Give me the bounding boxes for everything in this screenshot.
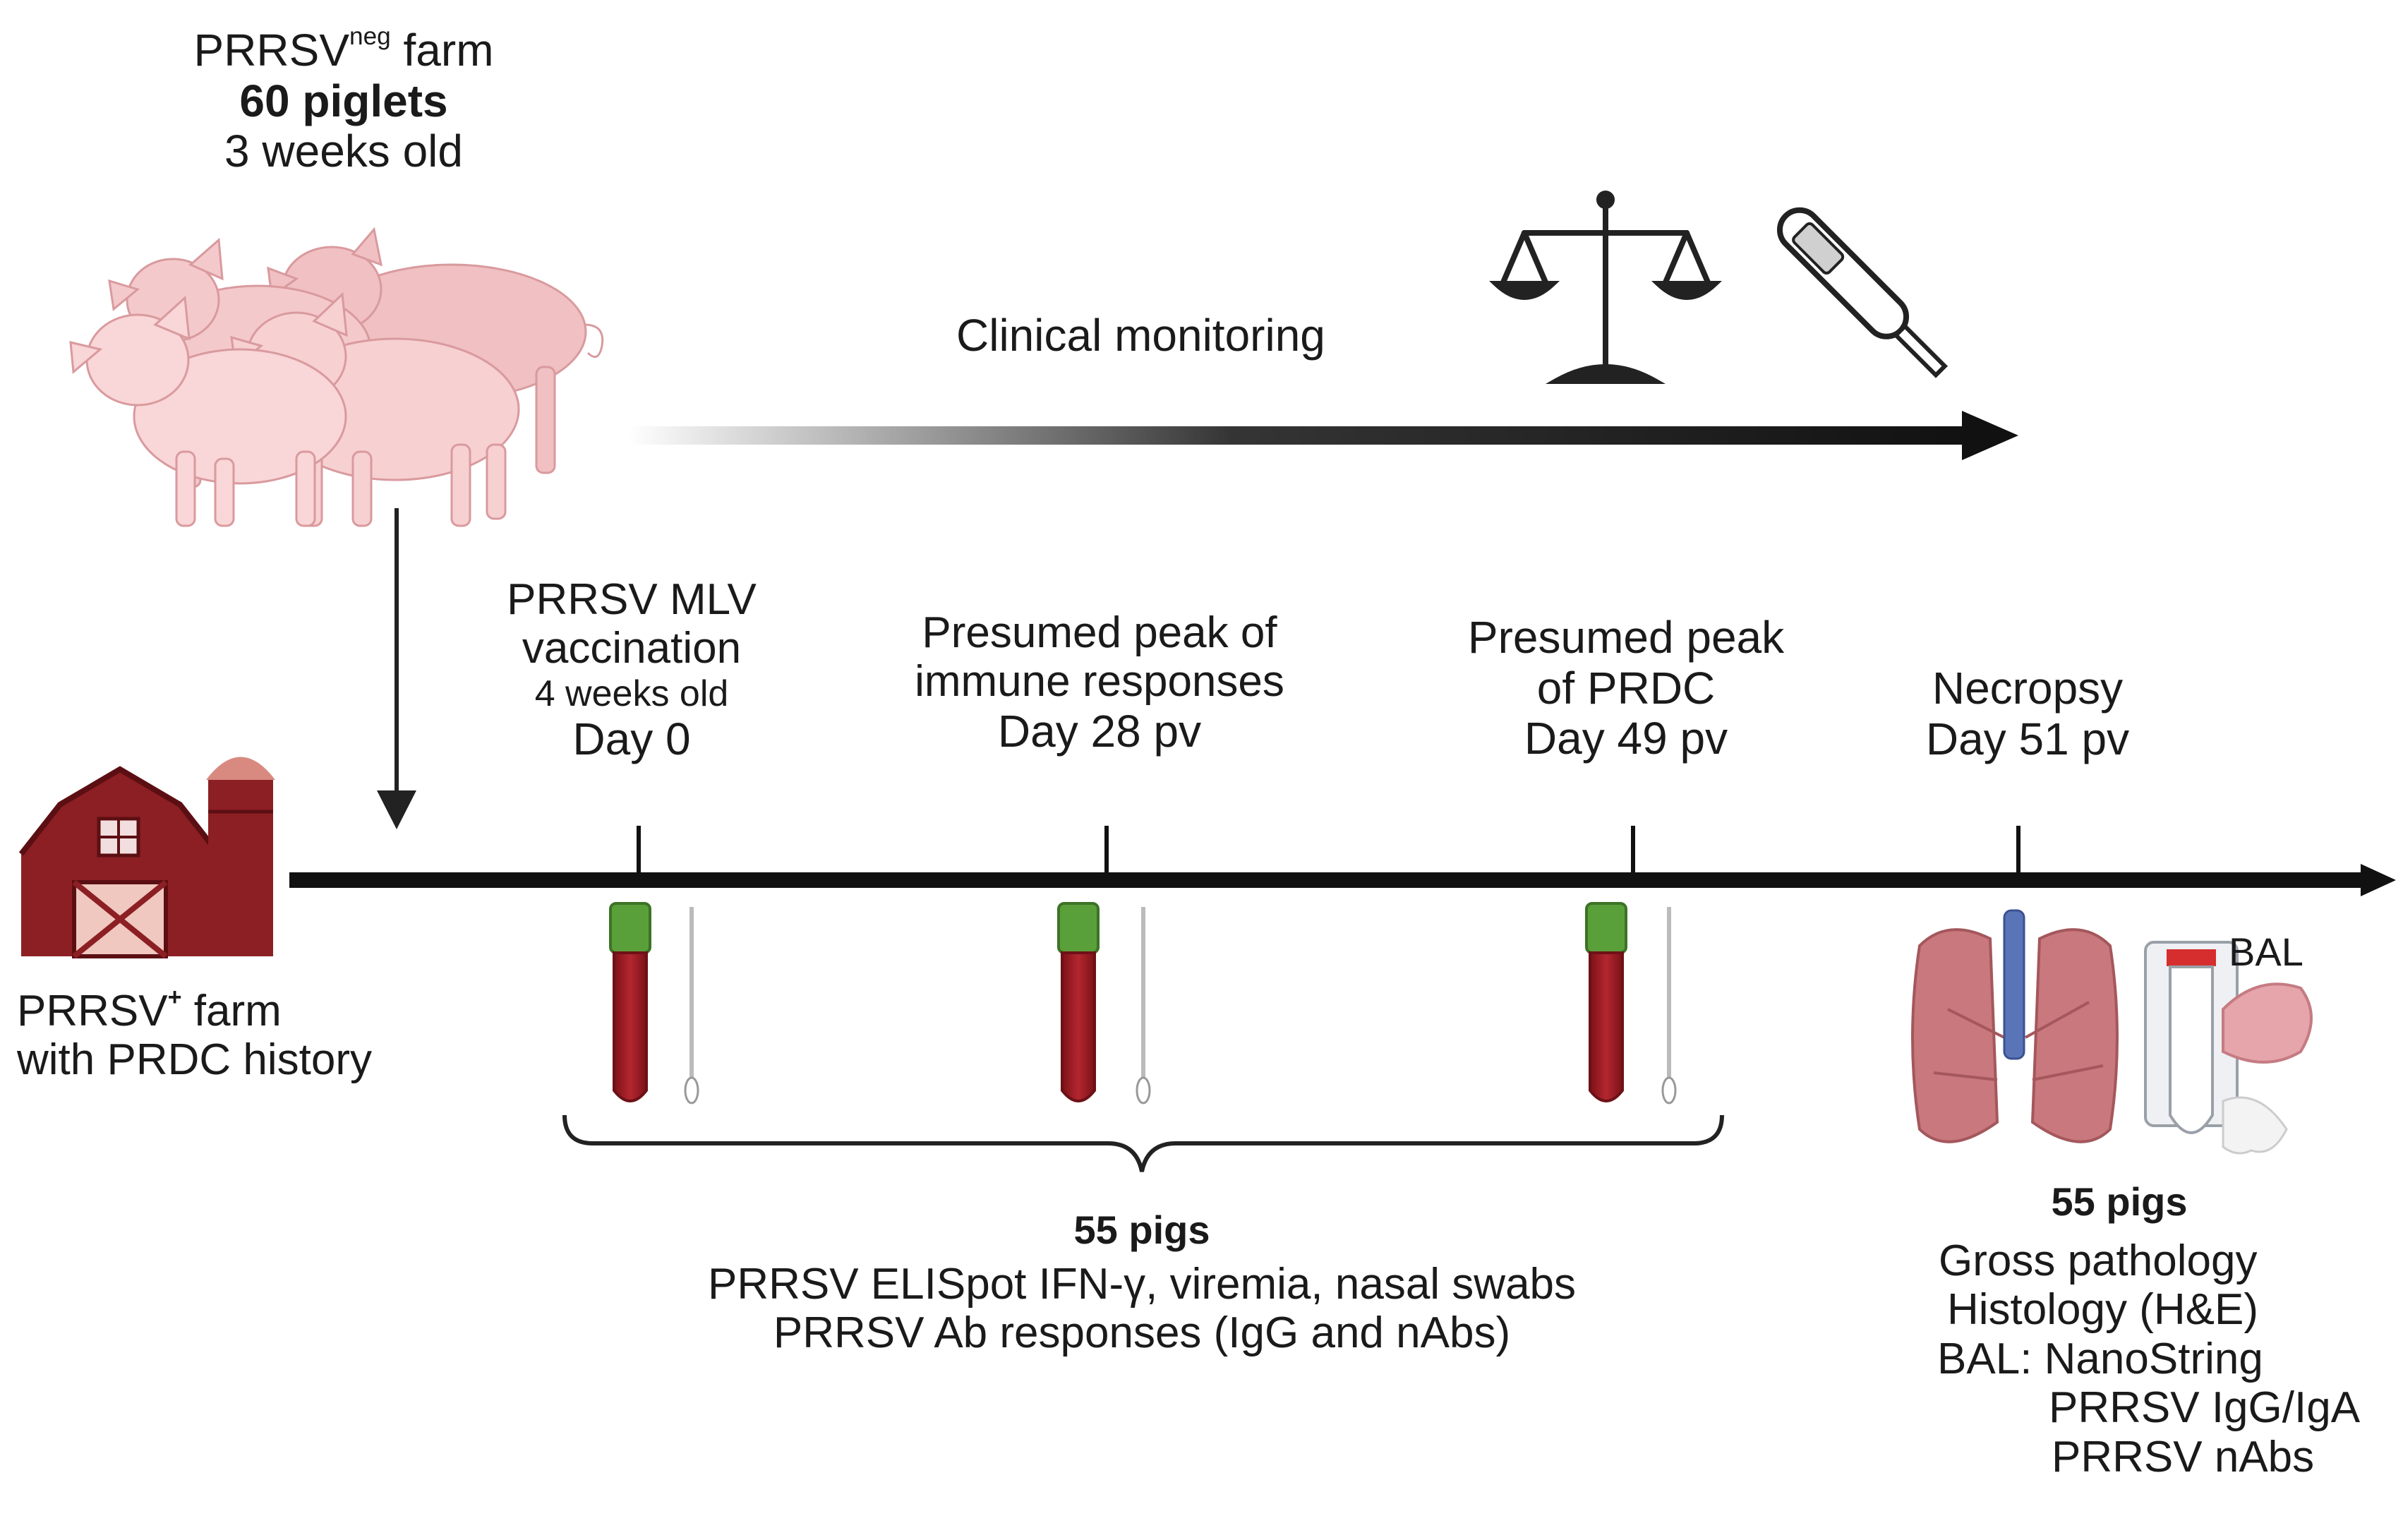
timepoint-day51-label: Necropsy Day 51 pv	[1926, 663, 2129, 764]
timepoint-day49-day: Day 49 pv	[1524, 713, 1728, 764]
destination-farm-label: PRRSV+ farm with PRDC history	[17, 984, 372, 1085]
source-farm-status: neg	[349, 23, 391, 51]
sampling-summary: 55 pigs PRRSV ELISpot IFN-γ, viremia, na…	[708, 1208, 1576, 1358]
sampling-count: 55 pigs	[1073, 1208, 1210, 1252]
timepoint-day49-line2: of PRDC	[1536, 662, 1716, 714]
timepoint-day0-line2: vaccination	[522, 624, 742, 673]
necropsy-item-gross: Gross pathology	[1939, 1237, 2258, 1285]
timepoint-day0-line1: PRRSV MLV	[507, 575, 757, 624]
necropsy-item-histology: Histology (H&E)	[1947, 1285, 2258, 1335]
sampling-assays-1: PRRSV ELISpot IFN-γ, viremia, nasal swab…	[707, 1259, 1577, 1309]
timepoint-day28-day: Day 28 pv	[997, 705, 1202, 757]
piglet-count: 60 piglets	[239, 75, 448, 126]
necropsy-count: 55 pigs	[2051, 1179, 2188, 1224]
source-farm-suffix: farm	[390, 25, 494, 76]
bal-sample-illustration	[2144, 941, 2313, 1155]
timepoint-day28-line2: immune responses	[915, 657, 1284, 706]
destination-farm-status: +	[167, 984, 182, 1011]
balance-scale-icon	[1488, 191, 1723, 384]
blood-tube-day0	[609, 902, 699, 1105]
necropsy-analyses: Gross pathology Histology (H&E) BAL: Nan…	[1937, 1237, 2360, 1481]
timepoint-day28-line1: Presumed peak of	[922, 608, 1277, 657]
timepoint-day51-line1: Necropsy	[1932, 663, 2124, 714]
necropsy-item-nabs: PRRSV nAbs	[2052, 1432, 2315, 1481]
necropsy-item-bal: BAL: NanoString	[1937, 1334, 2263, 1383]
destination-farm-history: with PRDC history	[17, 1035, 372, 1085]
clinical-monitoring-label: Clinical monitoring	[956, 310, 1325, 361]
timeline-axis	[289, 826, 2396, 896]
necropsy-item-iggiga: PRRSV IgG/IgA	[2049, 1383, 2361, 1433]
destination-farm-suffix: farm	[181, 987, 282, 1035]
piglets-illustration	[69, 227, 604, 527]
timepoint-day28-label: Presumed peak of immune responses Day 28…	[915, 608, 1284, 757]
timepoint-day51-day: Day 51 pv	[1925, 713, 2130, 764]
source-farm-name: PRRSV	[193, 25, 350, 76]
bal-label: BAL	[2229, 930, 2303, 974]
timepoint-day49-label: Presumed peak of PRDC Day 49 pv	[1467, 612, 1785, 764]
blood-tube-day49	[1585, 902, 1677, 1105]
timepoint-day0-day: Day 0	[572, 714, 691, 765]
blood-tube-day28	[1057, 902, 1151, 1105]
source-farm-label: PRRSVneg farm 60 piglets 3 weeks old	[193, 23, 494, 177]
lungs-illustration	[1911, 909, 2119, 1143]
clinical-monitoring-arrow	[628, 411, 2018, 460]
barn-icon	[18, 757, 275, 959]
timepoint-day49-line1: Presumed peak	[1467, 612, 1785, 663]
sampling-assays-2: PRRSV Ab responses (IgG and nAbs)	[773, 1309, 1511, 1358]
transfer-arrow	[377, 508, 416, 829]
thermometer-icon	[1776, 207, 1949, 378]
timepoint-day0-label: PRRSV MLV vaccination 4 weeks old Day 0	[507, 575, 757, 765]
piglet-age: 3 weeks old	[224, 126, 463, 177]
destination-farm-name: PRRSV	[17, 987, 168, 1035]
sample-tubes	[609, 902, 1677, 1105]
timepoint-day0-age: 4 weeks old	[534, 673, 729, 714]
sampling-brace	[562, 1114, 1724, 1172]
